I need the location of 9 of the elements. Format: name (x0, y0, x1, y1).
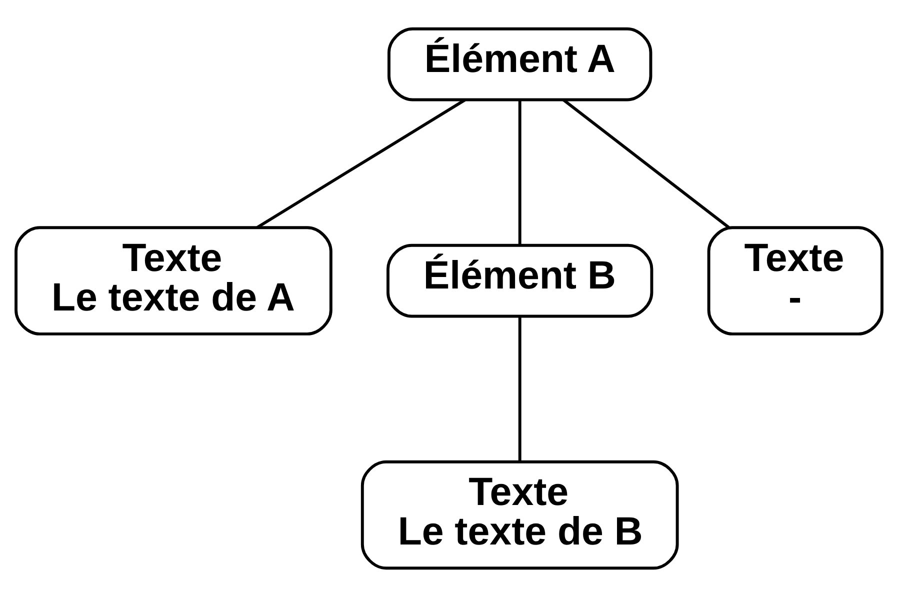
connector (256, 98, 466, 228)
node-box: Texte Le texte de B (360, 460, 679, 570)
node-box: Texte Le texte de A (14, 226, 332, 335)
connector (562, 98, 730, 228)
connector (518, 316, 522, 462)
node-box: Texte - (707, 226, 884, 335)
node-box: Élément A (388, 26, 652, 101)
node-box: Élément B (386, 243, 654, 318)
connector (518, 100, 522, 244)
